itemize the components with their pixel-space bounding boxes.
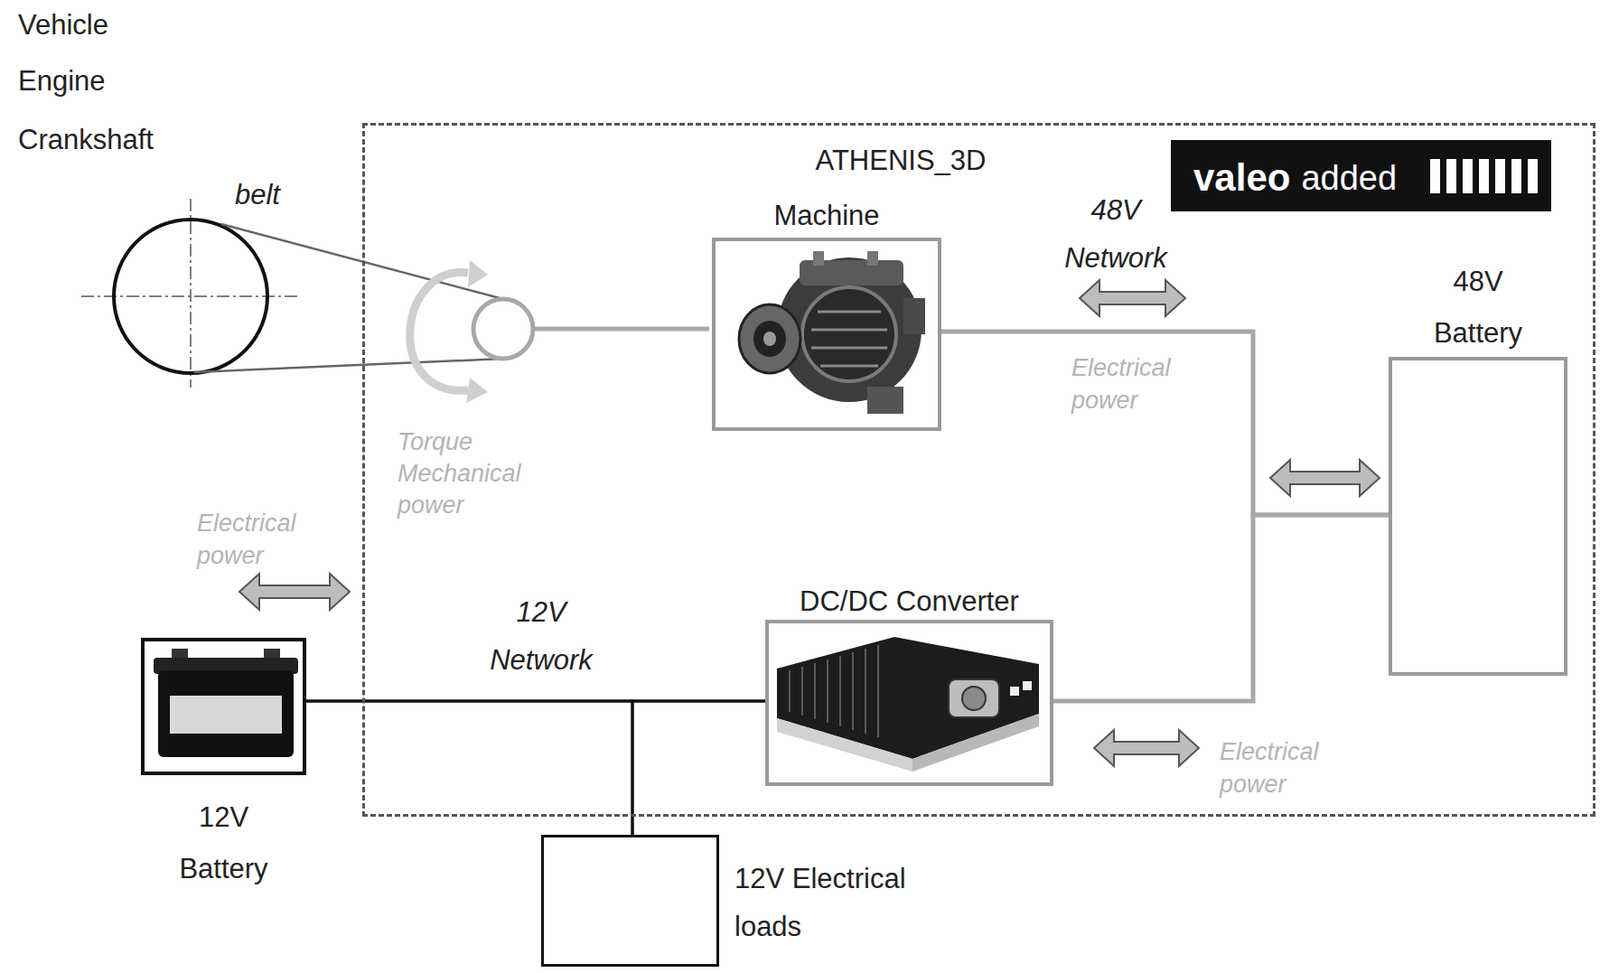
alternator-fan — [802, 287, 897, 382]
brand-tagline: added — [1300, 158, 1397, 200]
flow-label: Torque Mechanical power — [397, 426, 522, 522]
vent-slot — [817, 310, 881, 314]
heatsink-fin — [788, 670, 791, 712]
wire-connector — [1053, 514, 1389, 702]
converter-box: DC/DC Converter — [765, 619, 1054, 786]
shaft-line — [533, 327, 710, 332]
pulley-nut — [763, 331, 777, 347]
context-label: Engine — [18, 65, 106, 98]
battery-box: 12V Battery — [140, 637, 307, 776]
system-name: ATHENIS_3D — [815, 143, 987, 178]
heatsink-fin — [864, 648, 867, 734]
double-arrow — [239, 573, 350, 610]
connector-pin — [1022, 681, 1032, 691]
battery-picture — [153, 648, 299, 758]
battery-body — [158, 670, 294, 758]
alternator-pulley — [739, 304, 801, 374]
connector-socket — [962, 686, 986, 711]
load-box: 12V Electrical loads — [541, 834, 720, 967]
center-line — [189, 198, 192, 388]
rotation-arrow — [410, 272, 468, 392]
vent-slot — [811, 328, 888, 332]
heatsink-fin — [801, 666, 804, 716]
arrow-head — [466, 377, 488, 403]
crankshaft-figure — [81, 198, 504, 388]
flow-label: Electrical power — [1219, 736, 1320, 802]
flow-label: Electrical power — [1071, 352, 1171, 418]
box-heading: Machine — [773, 198, 880, 233]
machine-box: Machine — [711, 237, 942, 431]
box-heading: 12V Battery — [178, 791, 268, 895]
battery-sticker — [169, 695, 282, 734]
heatsink-fin — [826, 659, 829, 723]
double-arrow — [1079, 280, 1186, 317]
logo-bar — [1478, 159, 1489, 194]
logo-bar — [1495, 159, 1506, 194]
arrow-head — [467, 260, 488, 288]
belt-line — [194, 358, 504, 373]
context-label: Vehicle — [18, 9, 109, 42]
alternator-picture — [739, 251, 926, 414]
brand-logo: valeoadded — [1173, 142, 1554, 215]
pulley-hub — [753, 320, 786, 357]
alternator-terminal — [867, 251, 879, 266]
connector-pin — [1010, 686, 1020, 696]
network-label: 12V Network — [489, 588, 593, 684]
crankshaft-pulley — [113, 219, 268, 374]
flow-label: Electrical power — [196, 507, 297, 573]
converter-face — [776, 718, 913, 772]
mount-foot — [867, 386, 904, 414]
heatsink-fin — [814, 663, 816, 720]
converter-connector — [948, 679, 1000, 718]
network-label: 48V Network — [1064, 186, 1168, 282]
power-flow-arrows — [239, 280, 1380, 767]
box-heading: 12V Electrical loads — [734, 854, 970, 951]
logo-bar — [1430, 159, 1441, 194]
system-boundary: ATHENIS_3D valeoaddedMachine 48V BatteryDC… — [362, 122, 1596, 817]
logo-bar — [1511, 159, 1522, 194]
machine-pulley — [473, 299, 534, 359]
heatsink-fin — [839, 655, 842, 727]
vent-slot — [811, 346, 888, 350]
logo-ground — [1170, 140, 1552, 212]
brand-name: valeo — [1193, 155, 1291, 201]
double-arrow — [1270, 459, 1380, 496]
box-heading: DC/DC Converter — [799, 584, 1020, 618]
alternator-terminal — [813, 251, 824, 266]
logo-bar — [1527, 159, 1538, 194]
heatsink-fin — [877, 645, 880, 738]
vent-slot — [820, 364, 879, 368]
logo-bar — [1462, 159, 1473, 194]
belt-label: belt — [234, 178, 281, 212]
brand-logo-ground — [1170, 140, 1552, 212]
double-arrow — [1094, 729, 1199, 767]
mount-ear — [903, 298, 926, 335]
context-label: Crankshaft — [18, 123, 154, 157]
converter-face — [912, 713, 1039, 772]
converter-picture — [776, 636, 1039, 772]
heatsink-fin — [851, 652, 854, 730]
box-heading: 48V Battery — [1433, 255, 1523, 359]
wire-connector — [941, 331, 1389, 515]
logo-bar — [1446, 159, 1457, 194]
battery-box: 48V Battery — [1388, 356, 1568, 676]
